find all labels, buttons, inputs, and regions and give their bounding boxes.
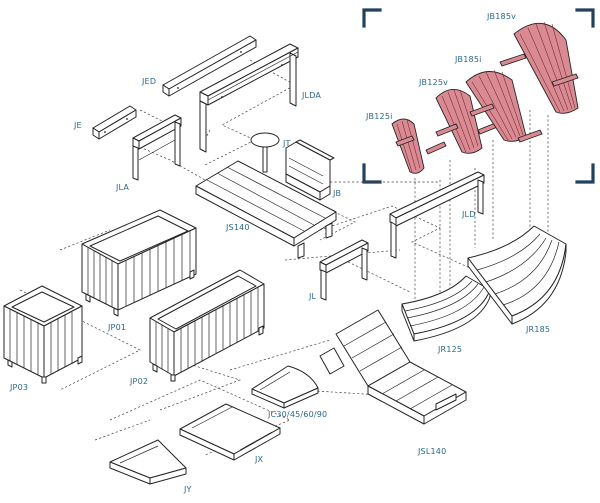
label-jl: JL	[308, 292, 317, 301]
label-jla: JLA	[115, 183, 129, 192]
part-jb185i	[465, 69, 543, 143]
label-jp03: JP03	[9, 383, 28, 392]
label-jb125i: JB125i	[365, 112, 393, 121]
part-jb	[285, 139, 335, 201]
part-jp03	[3, 285, 83, 384]
part-jb125i	[391, 118, 447, 174]
label-jb185v: JB185v	[486, 12, 516, 21]
label-jld: JLD	[461, 210, 476, 219]
part-jt	[250, 132, 280, 173]
label-jed: JED	[141, 77, 156, 86]
part-jed	[162, 35, 257, 97]
part-jp02	[149, 269, 265, 382]
part-jr185	[467, 225, 567, 325]
part-jr125	[401, 275, 491, 342]
label-js140: JS140	[225, 223, 250, 232]
part-js140	[195, 160, 337, 259]
part-jld	[389, 171, 485, 259]
label-jb: JB	[332, 189, 341, 198]
part-jy	[109, 439, 187, 485]
part-jsl140	[319, 309, 467, 425]
label-jp02: JP02	[129, 377, 148, 386]
highlight-frame	[362, 8, 595, 184]
part-jc	[251, 365, 319, 409]
part-jx	[179, 403, 281, 461]
part-jlda	[199, 43, 299, 153]
label-jp01: JP01	[107, 323, 126, 332]
label-jt: JT	[282, 139, 291, 148]
label-jx: JX	[254, 455, 264, 464]
part-je	[92, 105, 137, 140]
label-jlda: JLDA	[301, 91, 321, 100]
part-jb185v	[499, 21, 579, 114]
part-jp01	[81, 209, 197, 317]
label-je: JE	[73, 121, 82, 130]
label-jsl140: JSL140	[417, 447, 446, 456]
label-jr125: JR125	[437, 345, 462, 354]
label-jr185: JR185	[525, 325, 550, 334]
part-jla	[132, 114, 182, 181]
part-jl	[319, 239, 369, 301]
label-jy: JY	[183, 485, 192, 494]
label-jc: JC30/45/60/90	[267, 410, 327, 419]
label-jb125v: JB125v	[418, 78, 448, 87]
label-jb185i: JB185i	[454, 55, 482, 64]
